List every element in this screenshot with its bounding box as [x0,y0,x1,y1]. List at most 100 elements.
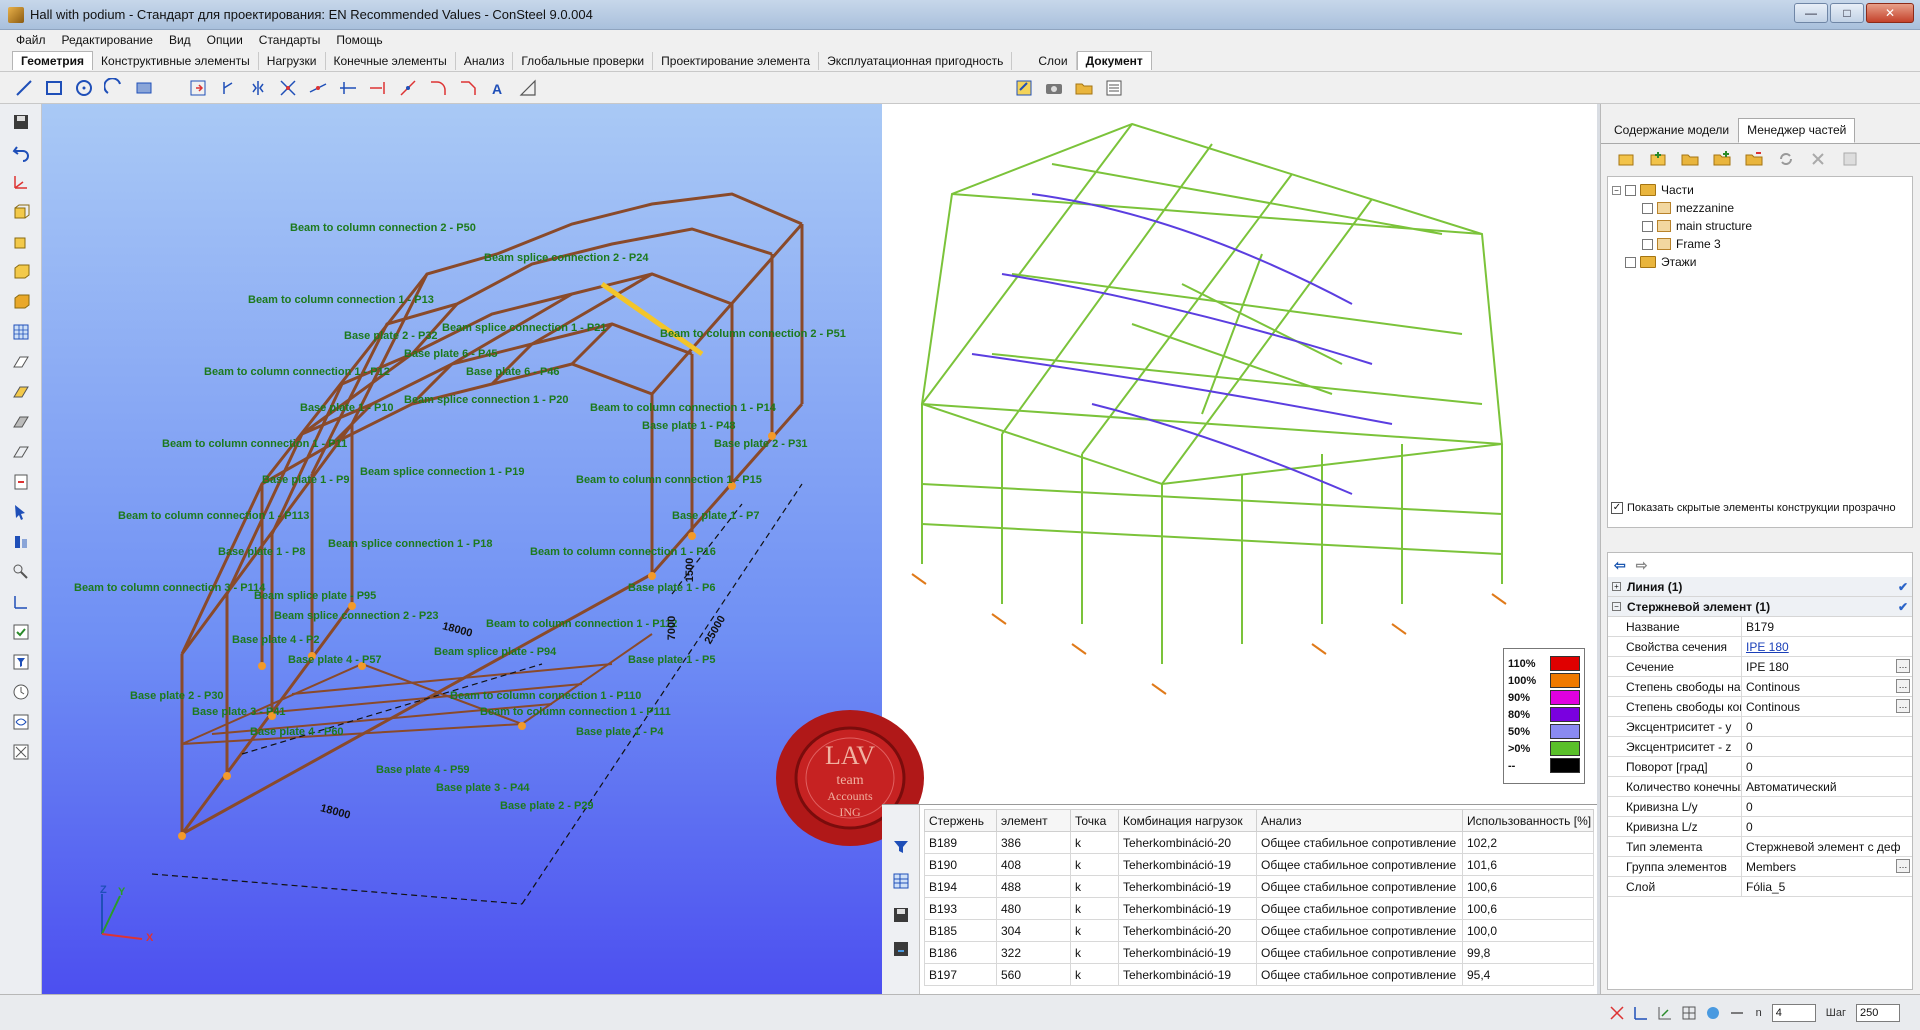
tree-node-mezzanine[interactable]: mezzanine [1612,199,1908,217]
report-icon[interactable] [1102,76,1126,100]
checkbox[interactable] [1642,238,1653,250]
property-value[interactable]: 0 [1746,820,1753,834]
extend-icon[interactable] [366,76,390,100]
collapse-icon[interactable]: − [1612,602,1621,611]
column-header[interactable]: Точка [1070,809,1119,832]
rotate-icon[interactable] [216,76,240,100]
ortho-icon[interactable] [1632,1004,1650,1022]
maximize-button[interactable]: □ [1830,3,1864,23]
render-icon[interactable] [8,410,34,434]
rectangle-tool-icon[interactable] [42,76,66,100]
model-3d-viewport[interactable]: Beam to column connection 2 - P50 Beam s… [42,104,882,994]
view-cube-side-icon[interactable] [8,260,34,284]
line-tool-icon[interactable] [12,76,36,100]
menu-edit[interactable]: Редактирование [61,33,153,47]
open-folder-icon[interactable] [1072,76,1096,100]
property-row[interactable]: Степень свободы началаContinous… [1608,677,1912,697]
export-results-icon[interactable] [888,937,914,961]
tab-global-checks[interactable]: Глобальные проверки [513,51,654,70]
intersect-icon[interactable] [276,76,300,100]
undo-icon[interactable] [8,140,34,164]
dimension-icon[interactable] [516,76,540,100]
table-icon[interactable] [888,869,914,893]
show-hidden-option[interactable]: ✓ Показать скрытые элементы конструкции … [1611,502,1896,514]
show-hidden-checkbox[interactable]: ✓ [1611,502,1623,514]
view-cube-iso-icon[interactable] [8,290,34,314]
time-icon[interactable] [8,680,34,704]
minimize-button[interactable]: — [1794,3,1828,23]
checkbox[interactable] [1625,256,1636,268]
move-icon[interactable] [186,76,210,100]
property-value[interactable]: Стержневой элемент с деф [1746,840,1901,854]
checkbox[interactable] [1642,202,1653,214]
break-icon[interactable] [396,76,420,100]
chamfer-icon[interactable] [456,76,480,100]
property-value[interactable]: 0 [1746,800,1753,814]
coordinates-icon[interactable] [1680,1004,1698,1022]
checkbox[interactable] [1642,220,1653,232]
property-row[interactable]: Степень свободы концаContinous… [1608,697,1912,717]
text-annotation-icon[interactable]: A [486,76,510,100]
trim-icon[interactable] [336,76,360,100]
step-input[interactable]: 250 [1856,1003,1900,1022]
grid-snap-icon[interactable] [1656,1004,1674,1022]
property-value[interactable]: 0 [1746,740,1753,754]
globe-icon[interactable] [1704,1004,1722,1022]
column-header[interactable]: Комбинация нагрузок [1118,809,1257,832]
divisions-input[interactable]: 4 [1771,1003,1816,1022]
property-value[interactable]: 0 [1746,720,1753,734]
property-value[interactable]: 0 [1746,760,1753,774]
tab-document[interactable]: Документ [1076,51,1152,70]
property-row[interactable]: Поворот [град]0 [1608,757,1912,777]
align-icon[interactable] [8,530,34,554]
property-row[interactable]: Количество конечных элементовАвтоматичес… [1608,777,1912,797]
refresh-icon[interactable] [1773,147,1799,171]
filter-results-icon[interactable] [888,835,914,859]
tab-analysis[interactable]: Анализ [456,51,514,70]
grid-icon[interactable] [8,320,34,344]
tab-loads[interactable]: Нагрузки [259,51,326,70]
view-axes-icon[interactable] [8,170,34,194]
view-cube-top-icon[interactable] [8,230,34,254]
ellipsis-button[interactable]: … [1896,679,1910,693]
wireframe-icon[interactable] [8,440,34,464]
menu-standards[interactable]: Стандарты [258,33,321,47]
fit-view-icon[interactable] [8,740,34,764]
property-value[interactable]: B179 [1746,620,1775,634]
collapse-icon[interactable]: − [1612,185,1621,195]
tab-layers[interactable]: Слои [1030,51,1077,70]
mirror-icon[interactable] [246,76,270,100]
coordinate-icon[interactable] [8,590,34,614]
new-part-plus-icon[interactable] [1645,147,1671,171]
expand-icon[interactable]: + [1612,582,1621,591]
circle-tool-icon[interactable] [72,76,96,100]
menu-options[interactable]: Опции [206,33,243,47]
tab-member-design[interactable]: Проектирование элемента [653,51,820,70]
save-icon[interactable] [8,110,34,134]
back-arrow-icon[interactable]: ⇦ [1614,556,1626,573]
group-line[interactable]: + Линия (1) ✔ [1608,577,1912,597]
view-cube-front-icon[interactable] [8,200,34,224]
property-value[interactable]: Автоматический [1746,780,1837,794]
checkbox[interactable] [1625,184,1636,196]
group-member[interactable]: − Стержневой элемент (1) ✔ [1608,597,1912,617]
tab-finite-elements[interactable]: Конечные элементы [326,51,456,70]
column-header[interactable]: Анализ [1256,809,1463,832]
export-icon[interactable] [8,470,34,494]
tab-structural-members[interactable]: Конструктивные элементы [93,51,259,70]
column-header[interactable]: элемент [996,809,1071,832]
new-part-icon[interactable] [1613,147,1639,171]
tree-node-floors[interactable]: Этажи [1612,253,1908,271]
properties-icon[interactable] [1837,147,1863,171]
visibility-icon[interactable] [8,710,34,734]
